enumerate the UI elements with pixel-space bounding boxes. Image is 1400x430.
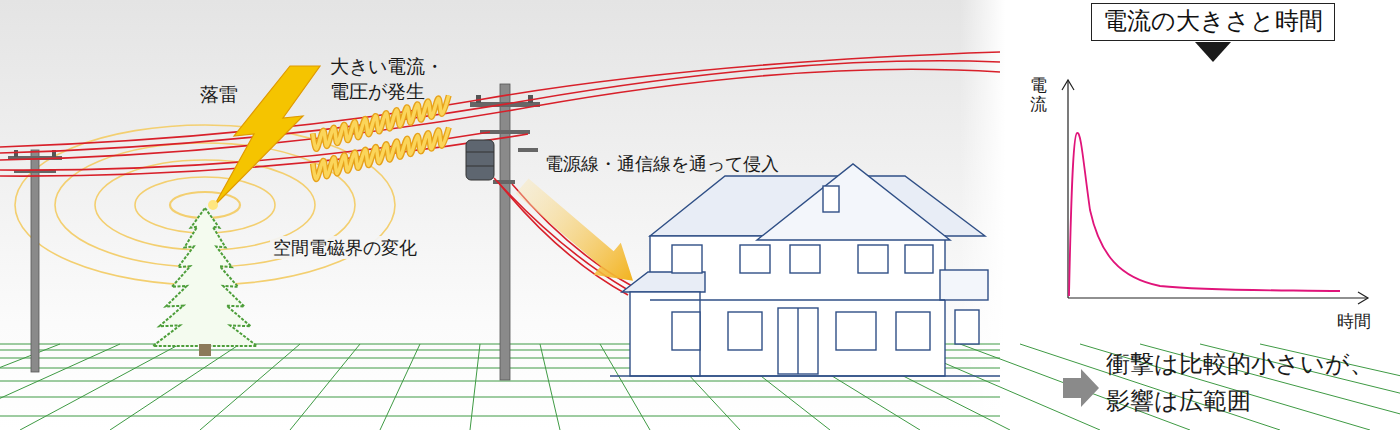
middle-pole xyxy=(500,84,510,380)
surge-waves xyxy=(313,127,449,179)
left-pole xyxy=(14,150,18,157)
result-arrow xyxy=(1063,369,1099,407)
chart-axes xyxy=(1358,292,1368,304)
tree xyxy=(153,208,257,346)
surge-arrow xyxy=(508,170,646,297)
power-lines xyxy=(0,52,1000,147)
house xyxy=(672,245,702,273)
ground-grid xyxy=(540,344,560,430)
left-pole xyxy=(31,150,39,372)
house xyxy=(672,312,700,350)
ground-grid xyxy=(0,381,1000,382)
title-box: 電流の大きさと時間 xyxy=(1091,3,1335,41)
tree xyxy=(199,344,211,356)
result-arrow xyxy=(1063,369,1099,407)
house xyxy=(630,292,700,376)
ground-grid xyxy=(380,344,420,430)
intrusion-label: 電源線・通信線を通って侵入 xyxy=(545,152,779,175)
background xyxy=(0,0,1005,430)
left-pole xyxy=(8,150,62,372)
transformer xyxy=(466,166,494,167)
power-lines xyxy=(0,69,1000,160)
house xyxy=(896,312,930,350)
ground-grid xyxy=(0,416,1000,417)
chart-axes xyxy=(1068,297,1368,298)
house xyxy=(905,245,933,273)
current-curve xyxy=(1069,133,1340,296)
chart-axes xyxy=(1067,80,1068,298)
chart-axes xyxy=(1062,80,1368,304)
box-title: 電流の大きさと時間 xyxy=(1103,6,1323,37)
house xyxy=(790,245,820,273)
background xyxy=(0,0,1005,430)
surge-waves xyxy=(313,127,449,179)
power-lines xyxy=(0,52,1000,176)
field-label: 空間電磁界の変化 xyxy=(270,236,420,259)
middle-pole xyxy=(518,148,538,152)
house xyxy=(610,375,1000,376)
transformer xyxy=(466,140,494,180)
ground-grid xyxy=(20,344,180,430)
middle-pole xyxy=(470,84,540,380)
ground-grid xyxy=(110,344,240,430)
chart-axes xyxy=(1062,80,1074,90)
house xyxy=(955,310,979,344)
ground-grid xyxy=(0,344,120,430)
service-drop xyxy=(498,182,628,295)
house xyxy=(740,245,770,273)
house xyxy=(728,312,762,350)
house xyxy=(823,186,839,212)
transformer xyxy=(466,152,494,153)
house xyxy=(797,308,798,374)
ground-grid xyxy=(200,344,300,430)
ground-grid xyxy=(0,397,1000,398)
effect-note: 衝撃は比較的小さいが、 影響は広範囲 xyxy=(1106,346,1382,420)
house xyxy=(757,164,950,240)
axis-label: 時間 xyxy=(1337,310,1371,332)
surge-arrow xyxy=(508,170,646,297)
house xyxy=(622,272,705,292)
axis-label: 電流 xyxy=(1030,76,1047,113)
house xyxy=(836,312,876,350)
transformer xyxy=(466,140,494,180)
chart-pointer xyxy=(1195,42,1231,62)
lightning-bolt xyxy=(208,200,218,210)
surge-waves xyxy=(313,95,449,179)
house xyxy=(610,164,1000,376)
ground-grid xyxy=(0,344,60,430)
house xyxy=(858,245,888,273)
strike-label: 落雷 xyxy=(200,82,238,107)
surge-label: 大きい電流・ 電圧が発生 xyxy=(330,54,454,103)
ground-grid xyxy=(290,344,360,430)
tree xyxy=(153,208,257,356)
chart-pointer xyxy=(1195,42,1231,62)
ground-grid xyxy=(470,344,480,430)
current-curve xyxy=(1069,133,1340,296)
house xyxy=(940,270,988,300)
house xyxy=(650,299,945,300)
background xyxy=(960,0,1005,430)
house xyxy=(778,308,818,374)
